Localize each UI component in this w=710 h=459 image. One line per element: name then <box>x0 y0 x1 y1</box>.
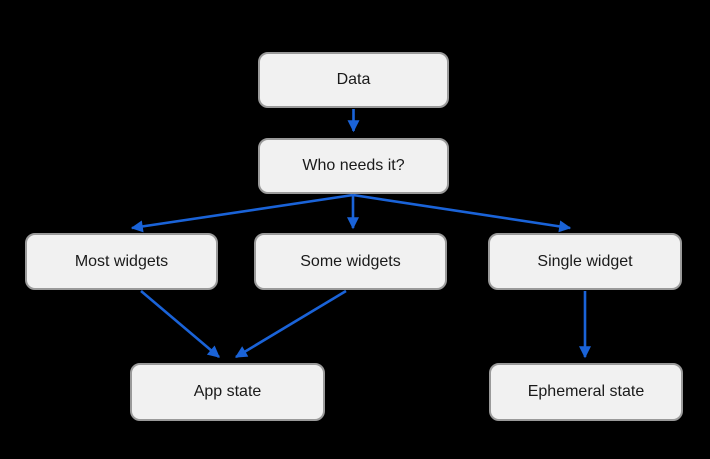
node-data: Data <box>258 52 449 108</box>
node-who-needs-it-label: Who needs it? <box>302 157 405 174</box>
node-most-widgets-label: Most widgets <box>74 252 169 270</box>
arrow-who-needs-it-to-single-widget <box>352 193 572 233</box>
node-most-widgets: Most widgets <box>25 233 218 290</box>
arrow-some-widgets-to-app-state <box>234 289 347 359</box>
node-some-widgets-label: Some widgets <box>300 252 401 270</box>
node-app-state: App state <box>130 363 325 421</box>
node-app-state-label: App state <box>193 383 262 400</box>
node-data-label: Data <box>336 71 371 88</box>
arrow-most-widgets-to-app-state <box>140 290 220 358</box>
node-ephemeral-state: Ephemeral state <box>489 363 683 421</box>
node-single-widget: Single widget <box>488 233 682 290</box>
node-who-needs-it: Who needs it? <box>258 138 449 194</box>
node-ephemeral-state-label: Ephemeral state <box>527 383 645 400</box>
node-some-widgets: Some widgets <box>254 233 447 290</box>
arrow-who-needs-it-to-most-widgets <box>130 193 354 233</box>
node-single-widget-label: Single widget <box>537 252 633 270</box>
